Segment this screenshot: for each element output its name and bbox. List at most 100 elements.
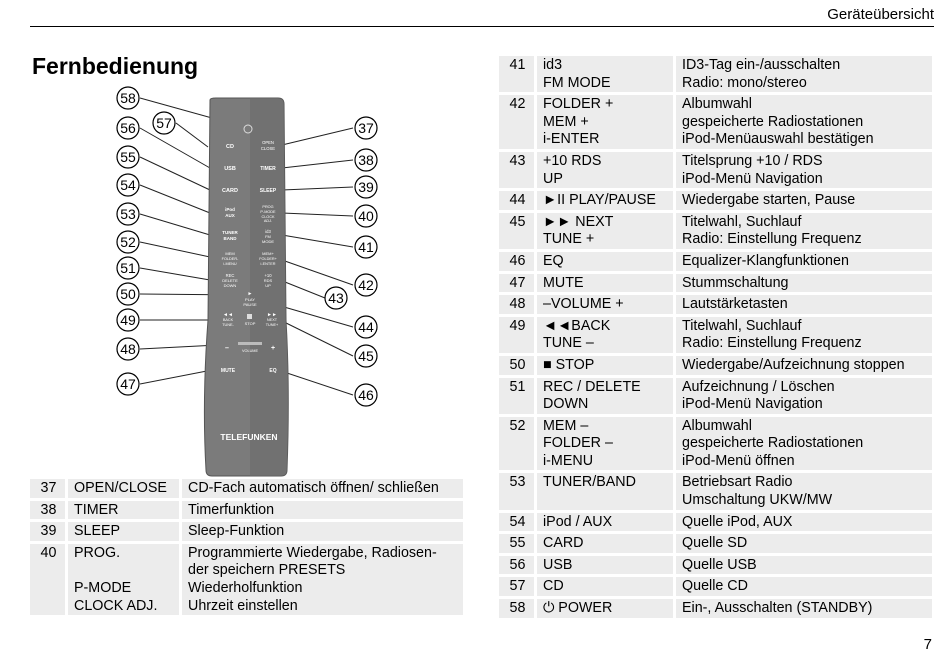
item-number: 53: [499, 473, 534, 510]
callout-43: 43: [324, 286, 348, 310]
description-line: iPod-Menü Navigation: [682, 396, 823, 413]
svg-text:41: 41: [358, 239, 374, 255]
button-name-line: ►ΙΙ PLAY/PAUSE: [543, 192, 656, 209]
svg-text:NEXT: NEXT: [267, 318, 278, 322]
description-line: Lautstärketasten: [682, 296, 788, 313]
callout-45: 45: [354, 344, 378, 368]
svg-text:TIMER: TIMER: [260, 166, 276, 172]
button-name-line: i-MENU: [543, 452, 594, 469]
button-name-line: ►► NEXT: [543, 213, 614, 230]
callout-39: 39: [354, 175, 378, 199]
svg-text:56: 56: [120, 120, 136, 136]
svg-text:44: 44: [358, 319, 374, 335]
svg-text:MUTE: MUTE: [221, 368, 236, 374]
description-line: Albumwahl: [682, 417, 752, 434]
description-line: iPod-Menüauswahl bestätigen: [682, 131, 874, 148]
callout-57: 57: [152, 111, 176, 135]
callout-44: 44: [354, 315, 378, 339]
description-line: Titelsprung +10 / RDS: [682, 152, 823, 169]
description-line: Wiedergabe starten, Pause: [682, 192, 856, 209]
description-line: Sleep-Funktion: [188, 523, 285, 540]
description-line: Wiederholfunktion: [188, 579, 303, 596]
button-name-line: PROG.: [74, 544, 121, 561]
callout-50: 50: [116, 282, 140, 306]
button-name: ■ STOP: [534, 355, 673, 375]
callout-40: 40: [354, 204, 378, 228]
svg-text:CARD: CARD: [222, 188, 238, 194]
button-name-line: CD: [543, 578, 564, 595]
svg-text:39: 39: [358, 179, 374, 195]
description-line: Equalizer-Klangfunktionen: [682, 252, 849, 269]
description-line: Quelle SD: [682, 535, 748, 552]
button-name-line: TUNER/BAND: [543, 474, 636, 491]
svg-text:DOWN: DOWN: [224, 283, 237, 288]
item-number: 58: [499, 599, 534, 618]
svg-text:TUNE+: TUNE+: [266, 323, 279, 327]
svg-text:37: 37: [358, 120, 374, 136]
power-icon: [243, 124, 253, 134]
svg-text:MEM+: MEM+: [262, 251, 274, 256]
svg-text:CLOCK: CLOCK: [261, 215, 275, 219]
svg-text:RDS: RDS: [264, 278, 273, 283]
svg-text:–: –: [225, 345, 229, 352]
item-number: 44: [499, 191, 534, 210]
remote-control-illustration: CD OPEN CLOSE USB TIMER CARD SLEEP iPod …: [116, 86, 378, 477]
play-pause-icon: ►: [248, 291, 253, 297]
description-line: Radio: mono/stereo: [682, 74, 807, 91]
callout-41: 41: [354, 235, 378, 259]
button-name-line: i-ENTER: [543, 131, 600, 148]
svg-text:AUX: AUX: [225, 213, 235, 218]
item-number: 51: [499, 377, 534, 414]
function-description: Quelle iPod, AUX: [673, 512, 932, 532]
function-description: Quelle CD: [673, 577, 932, 597]
button-name-line: TUNE –: [543, 335, 594, 352]
svg-text:49: 49: [120, 312, 136, 328]
function-description: Quelle USB: [673, 555, 932, 575]
leader-lines: [139, 97, 354, 396]
description-line: Stummschaltung: [682, 274, 789, 291]
svg-text:FOLDER-: FOLDER-: [222, 257, 239, 261]
svg-text:BAND: BAND: [224, 236, 238, 241]
svg-text:TUNE-: TUNE-: [222, 323, 234, 327]
svg-text:51: 51: [120, 260, 136, 276]
svg-text:42: 42: [358, 277, 374, 293]
description-line: Ein-, Ausschalten (STANDBY): [682, 600, 873, 617]
svg-text:43: 43: [328, 290, 344, 306]
description-line: gespeicherte Radiostationen: [682, 435, 864, 452]
svg-text:57: 57: [156, 115, 172, 131]
remote-brand-logo: TELEFUNKEN: [220, 432, 277, 442]
callout-56: 56: [116, 116, 140, 140]
button-name-line: SLEEP: [74, 523, 121, 540]
callout-58: 58: [116, 86, 140, 110]
description-line: iPod-Menü Navigation: [682, 170, 823, 187]
description-line: gespeicherte Radiostationen: [682, 113, 864, 130]
function-description: Quelle SD: [673, 534, 932, 553]
description-line: CD-Fach automatisch öffnen/ schließen: [188, 480, 439, 496]
remote-buttons: CD OPEN CLOSE USB TIMER CARD SLEEP iPod …: [220, 124, 279, 442]
header-rule: [30, 26, 934, 27]
function-description: Wiedergabe/Aufzeichnung stoppen: [673, 355, 932, 375]
svg-text:MEM: MEM: [225, 251, 234, 256]
button-name-line: FOLDER +: [543, 96, 614, 113]
description-line: Quelle CD: [682, 578, 748, 595]
page-header-title: Geräteübersicht: [827, 6, 934, 23]
stop-icon: [247, 314, 252, 319]
svg-text:DELETE: DELETE: [222, 278, 238, 283]
button-name-line: REC / DELETE: [543, 378, 641, 395]
button-name: EQ: [534, 251, 673, 271]
svg-text:50: 50: [120, 286, 136, 302]
function-description: Timerfunktion: [179, 500, 463, 520]
item-number: 55: [499, 534, 534, 553]
